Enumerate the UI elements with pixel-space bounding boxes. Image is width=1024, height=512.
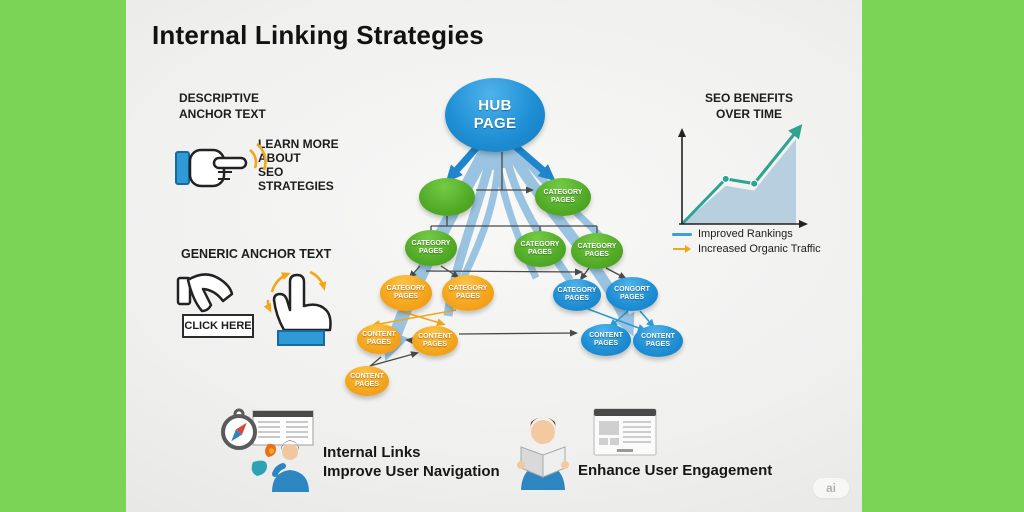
pointing-hand-icon [175,142,267,188]
reading-person-browser-icon [517,408,657,490]
yellow-connectors [371,309,457,328]
hub-link-ribbons [382,143,635,362]
grab-hand-icon [176,273,234,313]
legend-label: Increased Organic Traffic [698,243,821,255]
right-green-border [862,0,1024,512]
click-here-button-illustration: CLICK HERE [182,314,254,338]
watermark-badge: ai [813,478,849,498]
chart-data-point [750,179,759,188]
page-title: Internal Linking Strategies [152,20,484,50]
seo-benefits-chart [678,124,808,228]
legend-increased-organic-traffic: Increased Organic Traffic [672,243,821,255]
left-green-border [0,0,126,512]
generic-anchor-heading: GENERIC ANCHOR TEXT [181,247,332,261]
tap-hand-icon [263,270,332,346]
chart-data-point [721,174,730,183]
legend-line-marker [672,232,692,236]
footer-engagement-text: Enhance User Engagement [578,462,773,479]
chart-title: SEO BENEFITS OVER TIME [704,91,793,121]
legend-label: Improved Rankings [698,228,793,240]
chart-trend-line [680,124,803,226]
descriptive-anchor-heading: DESCRIPTIVE ANCHOR TEXT [179,91,266,121]
compass-document-person-icon [221,408,314,492]
descriptive-anchor-caption: LEARN MORE ABOUT SEO STRATEGIES [258,137,339,194]
chart-data-points [721,174,759,188]
footer-navigation-text: Internal Links Improve User Navigation [323,444,500,480]
legend-arrow-marker [673,245,691,253]
chart-area-fill [682,138,796,224]
legend-improved-rankings: Improved Rankings [672,228,793,240]
